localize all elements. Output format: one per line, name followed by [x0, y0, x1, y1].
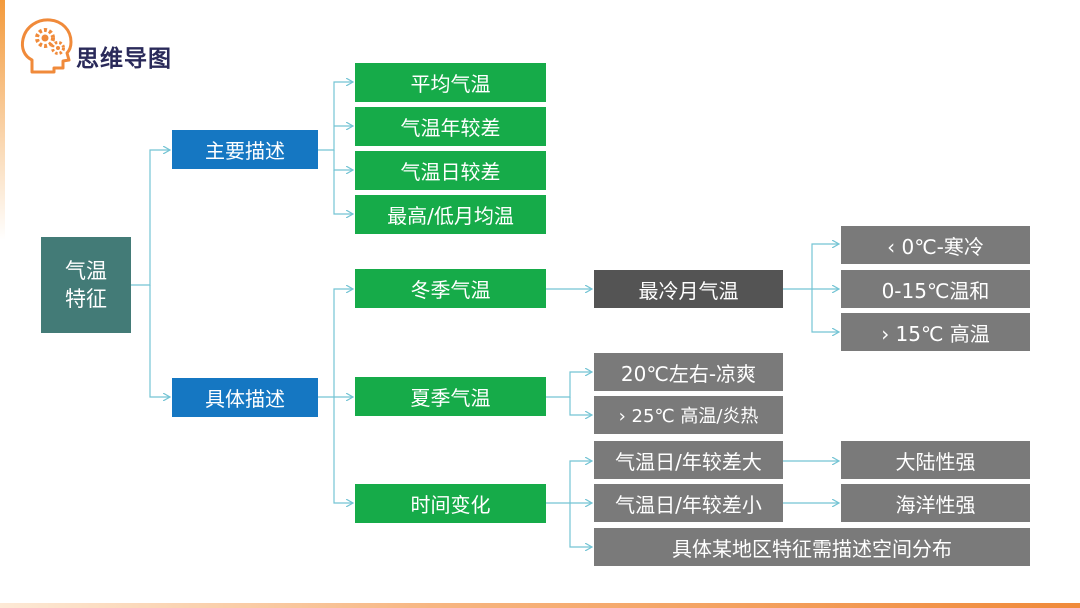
connector-time-spatial [569, 503, 592, 547]
node-winter-temperature[interactable]: 冬季气温 [355, 269, 546, 308]
node-continental[interactable]: 大陆性强 [841, 441, 1030, 479]
node-time-variation[interactable]: 时间变化 [355, 484, 546, 523]
node-annual-range[interactable]: 气温年较差 [355, 107, 546, 146]
node-maritime[interactable]: 海洋性强 [841, 484, 1030, 522]
node-range-small[interactable]: 气温日/年较差小 [594, 484, 783, 522]
connector-summer-hot [569, 397, 592, 415]
connector-summer-cool [546, 372, 592, 398]
connector-root-specific [149, 285, 170, 397]
left-accent-bar [0, 0, 5, 240]
brain-gear-icon [18, 14, 78, 78]
node-main-description[interactable]: 主要描述 [172, 130, 318, 169]
node-summer-temperature[interactable]: 夏季气温 [355, 377, 546, 416]
node-spatial-distribution[interactable]: 具体某地区特征需描述空间分布 [594, 528, 1030, 566]
node-daily-range[interactable]: 气温日较差 [355, 151, 546, 190]
connector-specific-time [333, 397, 353, 503]
connector-main-maxmin [333, 170, 353, 214]
node-level-hot[interactable]: › 15℃ 高温 [841, 313, 1030, 351]
node-summer-hot[interactable]: › 25℃ 高温/炎热 [594, 396, 783, 434]
node-range-large[interactable]: 气温日/年较差大 [594, 441, 783, 479]
bottom-accent-bar [0, 603, 1080, 608]
connector-root-main [131, 150, 170, 286]
node-coldest-month[interactable]: 最冷月气温 [594, 270, 783, 308]
node-max-min-monthly[interactable]: 最高/低月均温 [355, 195, 546, 234]
root-label-line1: 气温 [65, 259, 107, 283]
node-level-cold[interactable]: ‹ 0℃-寒冷 [841, 226, 1030, 264]
root-label-line2: 特征 [65, 287, 107, 311]
connector-main-avg [318, 82, 353, 151]
page-title: 思维导图 [76, 46, 172, 72]
connector-time-large [546, 461, 592, 504]
node-specific-description[interactable]: 具体描述 [172, 378, 318, 417]
node-average-temperature[interactable]: 平均气温 [355, 63, 546, 102]
connector-coldest-cold [783, 244, 839, 290]
connector-main-daily [333, 150, 353, 170]
connector-coldest-hot [811, 289, 839, 332]
node-summer-cool[interactable]: 20℃左右-凉爽 [594, 353, 783, 391]
node-level-mild[interactable]: 0-15℃温和 [841, 270, 1030, 308]
root-node-temperature-features[interactable]: 气温 特征 [41, 237, 131, 333]
connector-specific-winter [318, 289, 353, 398]
